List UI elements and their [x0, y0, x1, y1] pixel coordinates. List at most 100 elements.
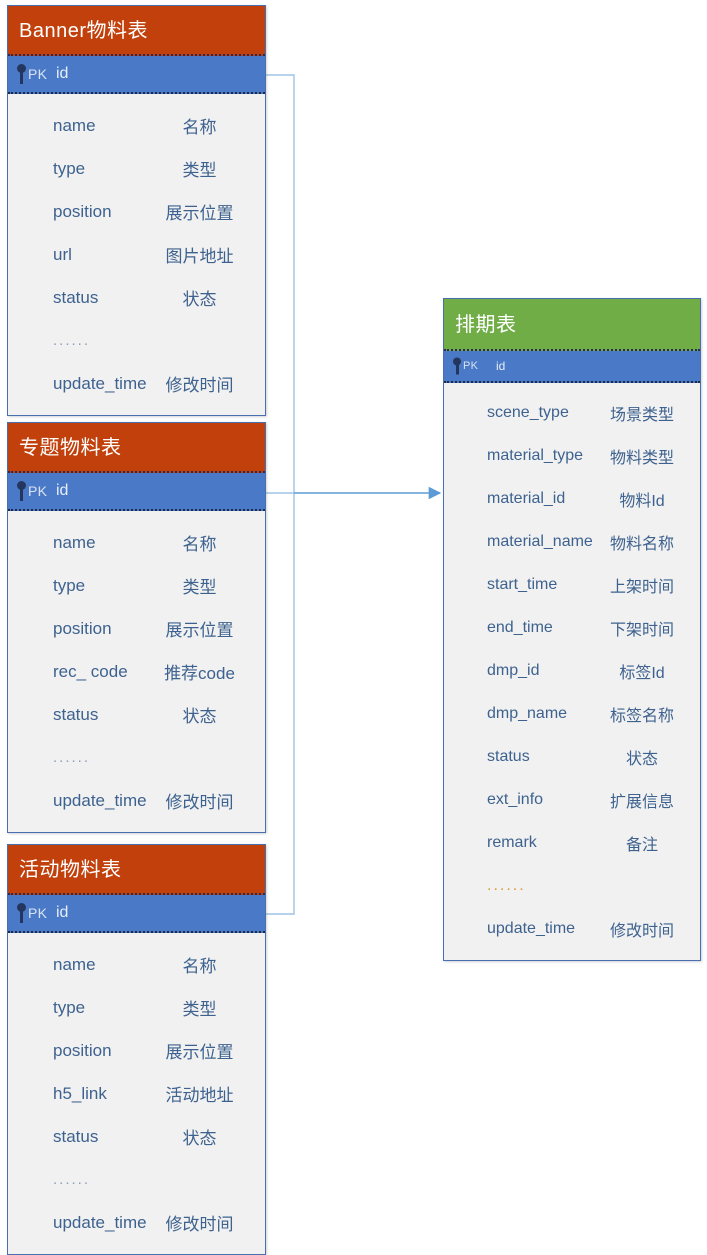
field-name: update_time	[53, 790, 147, 810]
entity-activity-material-table[interactable]: 活动物料表 PK id name 名称 type 类型 position 展示位…	[7, 844, 266, 1255]
field-name: status	[53, 1126, 99, 1146]
pk-badge: PK	[28, 66, 48, 82]
field-desc: 状态	[625, 750, 658, 768]
pk-field-name: id	[56, 904, 69, 921]
field-row: dmp_id 标签Id	[444, 649, 700, 692]
field-row: dmp_name 标签名称	[444, 692, 700, 735]
field-name: update_time	[53, 373, 147, 393]
field-row: name 名称	[8, 943, 265, 986]
pk-row-topic[interactable]: PK id	[8, 473, 265, 511]
field-desc: 标签名称	[609, 707, 674, 725]
entity-title-banner: Banner物料表	[8, 6, 265, 56]
pk-row-activity[interactable]: PK id	[8, 895, 265, 933]
field-row: start_time 上架时间	[444, 563, 700, 606]
pk-row-banner[interactable]: PK id	[8, 56, 265, 94]
key-icon	[17, 481, 26, 501]
key-icon	[453, 357, 461, 375]
field-desc: 类型	[182, 578, 217, 597]
field-name: name	[53, 115, 96, 135]
connector-banner-to-schedule	[266, 74, 295, 493]
field-name: end_time	[487, 618, 553, 636]
key-icon	[17, 903, 26, 923]
pk-field-name: id	[56, 482, 69, 499]
field-name: h5_link	[53, 1083, 107, 1103]
field-name: name	[53, 532, 96, 552]
field-row: update_time 修改时间	[444, 907, 700, 950]
field-desc: 状态	[182, 707, 217, 726]
field-name: update_time	[487, 919, 576, 937]
entity-fields-banner: name 名称 type 类型 position 展示位置 url 图片地址 s…	[8, 94, 265, 415]
field-ellipsis: ......	[53, 749, 91, 766]
pk-badge: PK	[28, 483, 48, 499]
field-row: material_name 物料名称	[444, 520, 700, 563]
pk-badge: PK	[463, 360, 479, 372]
field-row: remark 备注	[444, 821, 700, 864]
field-row-ellipsis: ......	[444, 864, 700, 907]
pk-row-schedule[interactable]: PK id	[444, 351, 700, 383]
connector-activity-to-schedule	[266, 493, 295, 915]
entity-schedule-table[interactable]: 排期表 PK id scene_type 场景类型 material_type …	[443, 298, 701, 961]
field-desc: 物料类型	[609, 449, 674, 467]
field-row: status 状态	[444, 735, 700, 778]
field-desc: 类型	[182, 1000, 217, 1019]
entity-topic-material-table[interactable]: 专题物料表 PK id name 名称 type 类型 position 展示位…	[7, 422, 266, 833]
field-desc: 类型	[182, 161, 217, 180]
field-name: type	[53, 997, 86, 1017]
field-desc: 修改时间	[165, 1215, 234, 1234]
field-row: scene_type 场景类型	[444, 391, 700, 434]
field-name: status	[53, 287, 99, 307]
field-row: h5_link 活动地址	[8, 1072, 265, 1115]
field-name: update_time	[53, 1212, 147, 1232]
field-name: rec_ code	[53, 661, 128, 681]
field-row: position 展示位置	[8, 190, 265, 233]
field-desc: 展示位置	[165, 1043, 234, 1062]
field-row: url 图片地址	[8, 233, 265, 276]
field-ellipsis: ......	[53, 1171, 91, 1188]
pk-field-name: id	[56, 65, 69, 82]
field-row: position 展示位置	[8, 1029, 265, 1072]
field-row: type 类型	[8, 564, 265, 607]
key-icon	[17, 64, 26, 84]
field-desc: 标签Id	[619, 664, 665, 682]
field-name: type	[53, 575, 86, 595]
entity-title-topic: 专题物料表	[8, 423, 265, 473]
field-row: material_type 物料类型	[444, 434, 700, 477]
pk-field-name: id	[496, 359, 506, 373]
field-name: position	[53, 201, 112, 221]
field-desc: 物料名称	[609, 535, 674, 553]
field-desc: 备注	[625, 836, 658, 854]
field-desc: 物料Id	[619, 492, 665, 510]
field-name: material_id	[487, 489, 566, 507]
field-row: position 展示位置	[8, 607, 265, 650]
field-desc: 名称	[182, 957, 217, 976]
entity-fields-activity: name 名称 type 类型 position 展示位置 h5_link 活动…	[8, 933, 265, 1254]
field-desc: 状态	[182, 290, 217, 309]
field-desc: 下架时间	[609, 621, 674, 639]
field-desc: 图片地址	[165, 247, 234, 266]
entity-fields-topic: name 名称 type 类型 position 展示位置 rec_ code …	[8, 511, 265, 832]
field-name: position	[53, 618, 112, 638]
field-name: url	[53, 244, 72, 264]
field-desc: 展示位置	[165, 621, 234, 640]
field-name: status	[53, 704, 99, 724]
field-row: type 类型	[8, 986, 265, 1029]
field-name: material_type	[487, 446, 584, 464]
entity-banner-material-table[interactable]: Banner物料表 PK id name 名称 type 类型 position…	[7, 5, 266, 416]
field-row: update_time 修改时间	[8, 362, 265, 405]
field-desc: 名称	[182, 535, 217, 554]
field-desc: 场景类型	[609, 406, 674, 424]
entity-title-schedule: 排期表	[444, 299, 700, 351]
entity-fields-schedule: scene_type 场景类型 material_type 物料类型 mater…	[444, 383, 700, 960]
field-desc: 扩展信息	[609, 793, 674, 811]
field-row-ellipsis: ......	[8, 736, 265, 779]
field-desc: 上架时间	[609, 578, 674, 596]
field-row: update_time 修改时间	[8, 779, 265, 822]
field-ellipsis: ......	[487, 876, 526, 894]
field-name: start_time	[487, 575, 558, 593]
field-row: update_time 修改时间	[8, 1201, 265, 1244]
field-desc: 活动地址	[165, 1086, 234, 1105]
field-row-ellipsis: ......	[8, 319, 265, 362]
field-row: name 名称	[8, 104, 265, 147]
entity-title-activity: 活动物料表	[8, 845, 265, 895]
